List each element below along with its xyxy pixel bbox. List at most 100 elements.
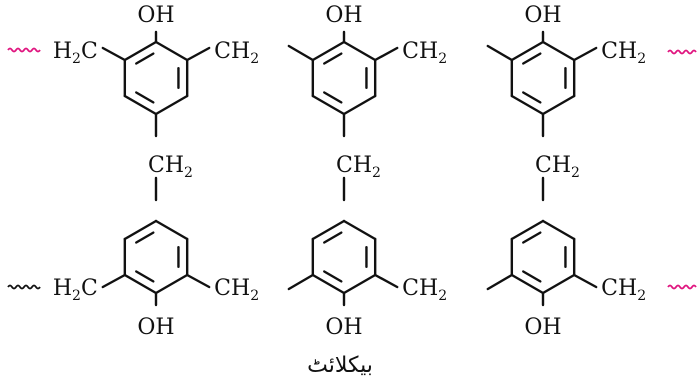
ch2-label: CH2 [214,276,259,304]
ch2-label-part: CH [214,39,250,64]
top-3-double-bond [522,52,542,65]
top-2-ring-bond [342,94,377,116]
h2c-label: H2C [53,39,98,67]
bot-1-ring-bond [154,219,189,241]
top-1-ring-bond [154,40,189,62]
bridge-ch2-label: CH2 [148,153,193,181]
top-3-double-bond [522,91,542,104]
ch2-label-part: 2 [250,51,259,67]
bottom-left-bond [287,273,315,291]
bot-3-ring-bond [541,273,576,295]
ch2-label: CH2 [601,39,646,67]
chain-end-wavy [7,47,41,53]
top-right-bond [373,46,399,62]
h2c-label-part: C [81,39,98,64]
bot-3-double-bond [522,270,542,283]
top-2-ring-bond [311,94,346,116]
top-right-bond [185,46,211,62]
bridge-ch2-label-part: CH [148,153,184,178]
bottom-left-bond [101,273,127,289]
top-3-ring-bond [541,94,576,116]
bridge-ch2-label-part: 2 [372,165,381,181]
bot-2-ring-bond [311,219,346,241]
top-right-bond [572,46,598,62]
hydroxyl-label: OH [524,315,561,340]
hydroxyl-label-part: OH [137,3,174,28]
ch2-label-part: CH [214,276,250,301]
bridge-ch2-label: CH2 [336,153,381,181]
hydroxyl-label: OH [137,315,174,340]
top-1-double-bond [135,52,155,65]
top-left-bond [101,46,127,62]
bot-2-ring-bond [342,219,377,241]
bot-2-double-bond [323,270,343,283]
bond-lines [7,30,697,307]
bot-2-double-bond [323,231,343,244]
ch2-label-part: 2 [637,51,646,67]
bot-3-ring-bond [510,219,545,241]
bot-3-ring-bond [510,273,545,295]
top-1-ring-bond [123,40,158,62]
hydroxyl-label: OH [325,3,362,28]
h2c-label: H2C [53,276,98,304]
top-left-bond [287,44,315,62]
hydroxyl-label-part: OH [524,3,561,28]
chain-end-wavy [667,284,697,290]
bottom-right-bond [185,273,211,289]
top-2-ring-bond [311,40,346,62]
hydroxyl-label-part: OH [137,315,174,340]
chain-end-wavy [7,284,41,290]
top-1-ring-bond [123,94,158,116]
top-2-double-bond [323,91,343,104]
chain-end-wavy [667,49,697,55]
bot-3-double-bond [522,231,542,244]
hydroxyl-label-part: OH [325,315,362,340]
top-3-ring-bond [541,40,576,62]
top-2-double-bond [323,52,343,65]
top-2-ring-bond [342,40,377,62]
bottom-right-bond [572,273,598,289]
bridge-ch2-label-part: CH [535,153,571,178]
bottom-left-bond [486,273,514,291]
bot-2-ring-bond [311,273,346,295]
ch2-label-part: CH [601,276,637,301]
bottom-right-bond [373,273,399,289]
atom-labels: OHCH2H2CCH2OHCH2H2COHCH2CH2OHCH2OHCH2CH2… [53,3,646,340]
caption-bakelite: بیکلائٹ [307,353,373,378]
top-left-bond [486,44,514,62]
ch2-label: CH2 [402,39,447,67]
ch2-label: CH2 [402,276,447,304]
h2c-label-part: 2 [72,288,81,304]
bridge-ch2-label-part: CH [336,153,372,178]
hydroxyl-label-part: OH [325,3,362,28]
bridge-ch2-label: CH2 [535,153,580,181]
ch2-label-part: CH [402,276,438,301]
h2c-label-part: C [81,276,98,301]
top-3-ring-bond [510,40,545,62]
ch2-label: CH2 [214,39,259,67]
top-3-ring-bond [510,94,545,116]
hydroxyl-label: OH [137,3,174,28]
bridge-ch2-label-part: 2 [184,165,193,181]
ch2-label-part: CH [601,39,637,64]
bot-3-ring-bond [541,219,576,241]
bot-1-ring-bond [154,273,189,295]
ch2-label-part: 2 [438,288,447,304]
bot-1-ring-bond [123,219,158,241]
bot-1-double-bond [135,270,155,283]
hydroxyl-label: OH [524,3,561,28]
ch2-label-part: 2 [438,51,447,67]
bot-1-double-bond [135,231,155,244]
ch2-label-part: 2 [250,288,259,304]
ch2-label-part: 2 [637,288,646,304]
top-1-ring-bond [154,94,189,116]
top-1-double-bond [135,91,155,104]
ch2-label: CH2 [601,276,646,304]
hydroxyl-label-part: OH [524,315,561,340]
h2c-label-part: H [53,276,72,301]
ch2-label-part: CH [402,39,438,64]
bridge-ch2-label-part: 2 [571,165,580,181]
bot-2-ring-bond [342,273,377,295]
hydroxyl-label: OH [325,315,362,340]
